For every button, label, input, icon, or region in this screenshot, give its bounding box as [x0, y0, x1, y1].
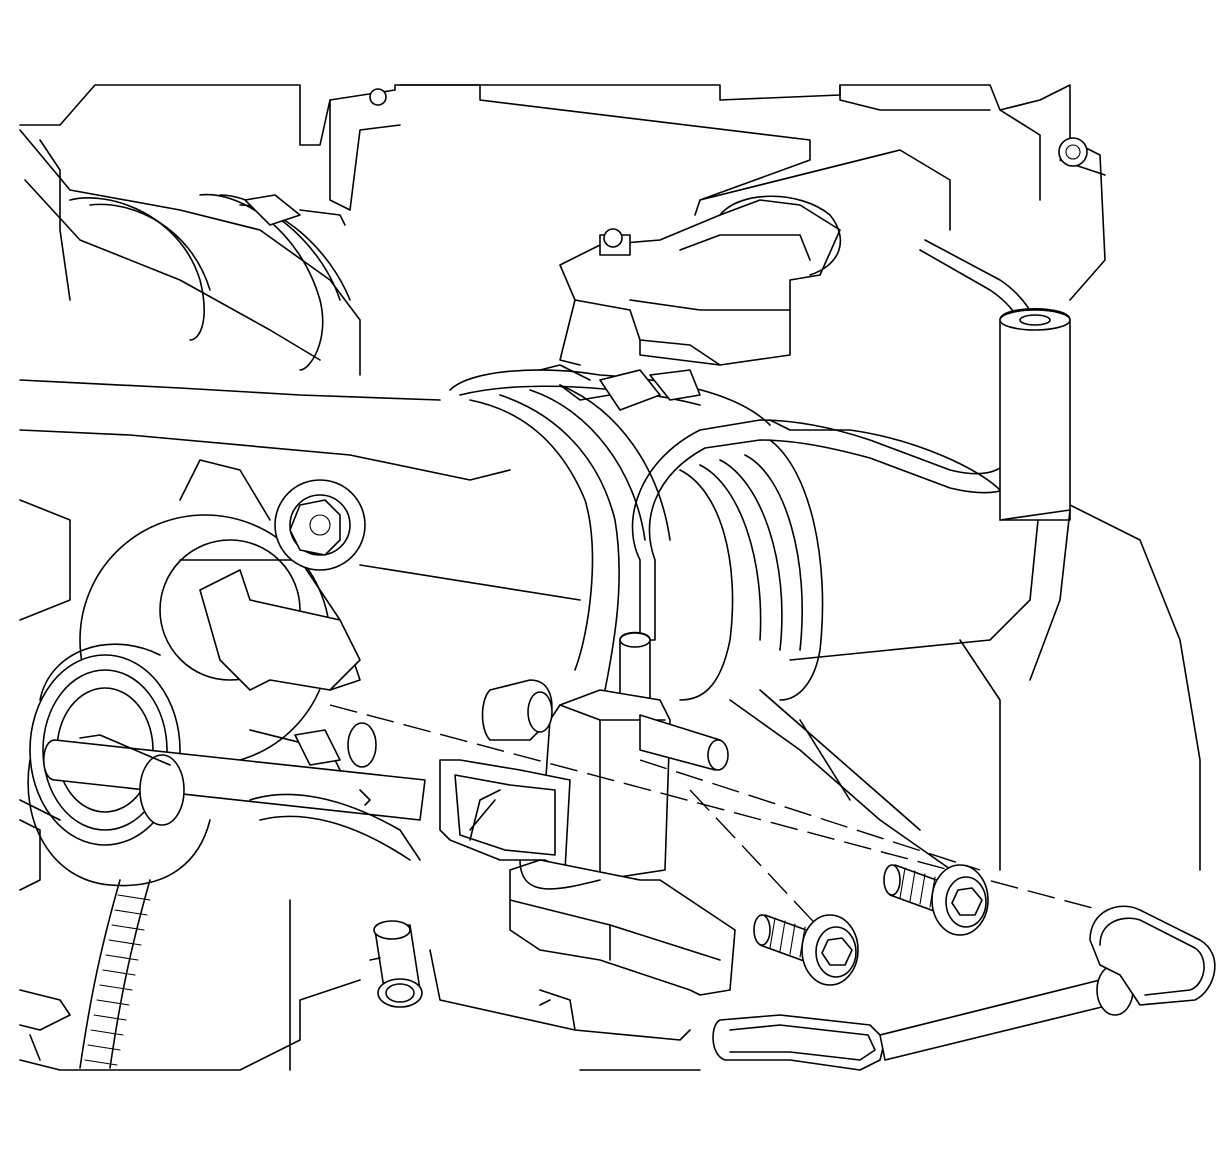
wiring-harness [19, 879, 151, 1069]
throttle-body [449, 364, 1001, 701]
bracket-tube [712, 905, 1216, 1071]
mounting-bolt [883, 864, 989, 936]
hose-fitting [369, 920, 423, 1008]
egr-pipe [43, 722, 426, 861]
solenoid-valve [429, 631, 736, 1041]
sensor-connector [559, 195, 842, 366]
engine-block-outline [19, 84, 1201, 1071]
mounting-bolt [753, 914, 859, 986]
vacuum-line [631, 239, 1071, 681]
intake-duct [19, 129, 361, 376]
